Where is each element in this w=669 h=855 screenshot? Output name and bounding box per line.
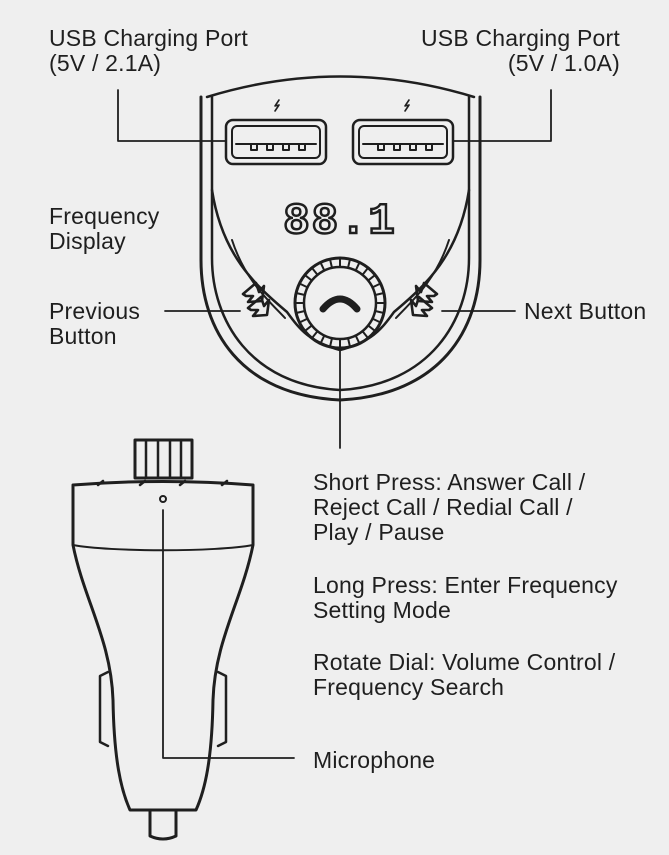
dial-knurl-tick: [298, 317, 309, 324]
short-press-line3: Play / Pause: [313, 519, 445, 545]
dial-knurl-tick: [295, 310, 306, 315]
dial-knurl-tick: [303, 324, 313, 333]
previous-label-line2: Button: [49, 323, 117, 349]
dial-knurl-tick: [310, 330, 319, 340]
dial-knurl-tick: [328, 337, 333, 348]
multifunction-dial: [293, 256, 387, 350]
microphone-hole-icon: [159, 495, 167, 503]
usb-left-label: USB Charging Port (5V / 2.1A): [49, 26, 248, 76]
dial-knurl-tick: [371, 282, 382, 289]
handset-icon: [319, 295, 361, 313]
short-press-label: Short Press: Answer Call / Reject Call /…: [313, 470, 585, 545]
dial-knurl-tick: [298, 282, 309, 289]
short-press-line2: Reject Call / Redial Call /: [313, 494, 573, 520]
dial-knurl-tick: [367, 324, 377, 333]
previous-arrow-icon: [241, 281, 271, 318]
usb-left-spec: (5V / 2.1A): [49, 50, 162, 76]
dial-knurl-tick: [354, 261, 361, 272]
frequency-label-line1: Frequency: [49, 203, 160, 229]
usb-left-title: USB Charging Port: [49, 25, 248, 51]
dial-knurl-tick: [347, 337, 352, 348]
rotate-dial-line2: Frequency Search: [313, 674, 505, 700]
dial-knurl-tick: [374, 291, 385, 296]
long-press-line1: Long Press: Enter Frequency: [313, 572, 618, 598]
previous-label-line1: Previous: [49, 298, 141, 324]
usb-right-label: USB Charging Port (5V / 1.0A): [421, 26, 620, 76]
frequency-display: 88.1: [283, 197, 397, 247]
callout-usb-left: [117, 89, 227, 142]
rotate-dial-label: Rotate Dial: Volume Control / Frequency …: [313, 650, 615, 700]
dial-knurl-tick: [354, 334, 361, 345]
next-label: Next Button: [524, 298, 647, 324]
dial-knurl-tick: [319, 334, 326, 345]
usb-right-spec: (5V / 1.0A): [507, 50, 620, 76]
dial-knurl-tick: [328, 258, 333, 269]
usb-right-title: USB Charging Port: [421, 25, 620, 51]
dial-knurl-tick: [319, 261, 326, 272]
dial-knurl-tick: [303, 273, 313, 282]
short-press-line1: Short Press: Answer Call /: [313, 469, 586, 495]
frequency-label-line2: Display: [49, 228, 126, 254]
callout-usb-right: [452, 89, 552, 142]
long-press-line2: Setting Mode: [313, 597, 451, 623]
dial-knurl-tick: [361, 266, 370, 276]
dial-knurl-tick: [367, 273, 377, 282]
usb-port-left-icon: [224, 118, 328, 166]
long-press-label: Long Press: Enter Frequency Setting Mode: [313, 573, 618, 623]
usb-port-right-icon: [351, 118, 455, 166]
rotate-dial-line1: Rotate Dial: Volume Control /: [313, 649, 616, 675]
dial-knurl-tick: [310, 266, 319, 276]
frequency-label: Frequency Display: [49, 204, 159, 254]
lightning-icon-right: [404, 99, 410, 112]
dial-knurl-tick: [347, 258, 352, 269]
dial-knurl-tick: [295, 291, 306, 296]
dial-knurl-tick: [361, 330, 370, 340]
next-arrow-icon: [409, 281, 439, 318]
lightning-icon-left: [274, 99, 280, 112]
dial-knurl-tick: [374, 310, 385, 315]
callout-lines: [117, 89, 552, 759]
dial-knurl-tick: [371, 317, 382, 324]
microphone-label: Microphone: [313, 747, 436, 773]
callout-microphone: [162, 509, 295, 759]
previous-label: Previous Button: [49, 299, 140, 349]
